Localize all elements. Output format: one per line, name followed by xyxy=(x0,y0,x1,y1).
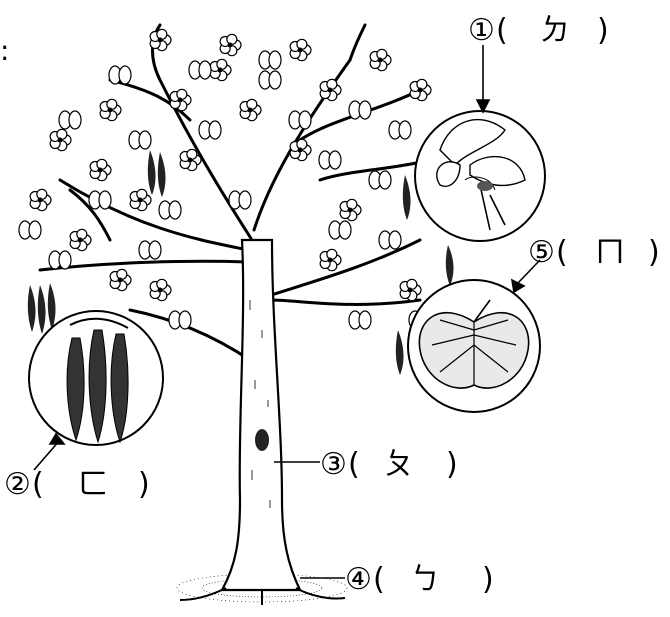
leaf-pair-icon xyxy=(49,251,71,269)
label-root-number: ④ xyxy=(345,562,372,597)
flower-cluster-icon xyxy=(220,34,241,55)
flower-cluster-icon xyxy=(320,249,341,270)
label-leaf-open: ( xyxy=(556,235,568,270)
leaf-pair-icon xyxy=(389,121,411,139)
label-flower-close: ) xyxy=(597,13,609,48)
leaf-pair-icon xyxy=(259,71,281,89)
label-root: ④ ( ㄅ ) xyxy=(345,562,494,597)
label-leaf-number: ⑤ xyxy=(528,235,555,270)
flower-cluster-icon xyxy=(90,159,111,180)
flower-cluster-icon xyxy=(100,99,121,120)
label-flower-answer: ㄉ xyxy=(540,13,570,48)
label-flower-open: ( xyxy=(496,13,508,48)
label-root-close: ) xyxy=(482,562,494,597)
tree-foliage xyxy=(19,29,431,329)
leaf-pair-icon xyxy=(189,61,211,79)
flower-cluster-icon xyxy=(50,129,71,150)
label-root-answer: ㄅ xyxy=(410,562,440,597)
leaf-pair-icon xyxy=(329,221,351,239)
flower-cluster-icon xyxy=(290,139,311,160)
label-trunk-number: ③ xyxy=(320,447,347,482)
label-trunk-answer: ㄆ xyxy=(384,447,414,482)
label-root-open: ( xyxy=(373,562,385,597)
leaf-pair-icon xyxy=(369,171,391,189)
stray-colon: : xyxy=(0,34,9,67)
label-leaf-answer: ㄇ xyxy=(595,235,625,270)
flower-cluster-icon xyxy=(340,199,361,220)
label-fruit-close: ) xyxy=(138,467,150,502)
flower-cluster-icon xyxy=(410,79,431,100)
leaf-pair-icon xyxy=(289,111,311,129)
label-trunk: ③ ( ㄆ ) xyxy=(320,447,458,482)
leaf-pair-icon xyxy=(349,311,371,329)
leaf-inset xyxy=(408,280,540,412)
label-leaf: ⑤ ( ㄇ ) xyxy=(528,235,660,270)
label-flower: ① ( ㄉ ) xyxy=(468,13,609,48)
leaf-pair-icon xyxy=(159,201,181,219)
leaf-pair-icon xyxy=(59,111,81,129)
label-fruit: ② ( ㄈ ) xyxy=(4,467,150,502)
flower-cluster-icon xyxy=(150,29,171,50)
leaf-pair-icon xyxy=(319,151,341,169)
label-trunk-close: ) xyxy=(446,447,458,482)
flower-cluster-icon xyxy=(70,229,91,250)
leaf-pair-icon xyxy=(229,191,251,209)
label-trunk-open: ( xyxy=(348,447,360,482)
leaf-pair-icon xyxy=(129,131,151,149)
label-flower-number: ① xyxy=(468,13,495,48)
flower-cluster-icon xyxy=(210,59,231,80)
flower-cluster-icon xyxy=(110,269,131,290)
leaf-pair-icon xyxy=(379,231,401,249)
flower-cluster-icon xyxy=(290,39,311,60)
leaf-pair-icon xyxy=(349,101,371,119)
leaf-pair-icon xyxy=(259,51,281,69)
leaf-pair-icon xyxy=(19,221,41,239)
pods-inset xyxy=(29,311,163,445)
tree-trunk xyxy=(180,240,345,605)
flower-cluster-icon xyxy=(400,279,421,300)
flower-inset xyxy=(415,111,545,241)
flower-cluster-icon xyxy=(30,189,51,210)
label-fruit-open: ( xyxy=(32,467,44,502)
flower-cluster-icon xyxy=(320,79,341,100)
label-fruit-answer: ㄈ xyxy=(78,467,108,502)
label-leaf-close: ) xyxy=(648,235,660,270)
flower-cluster-icon xyxy=(150,279,171,300)
leaf-pair-icon xyxy=(199,121,221,139)
flower-cluster-icon xyxy=(130,189,151,210)
flower-cluster-icon xyxy=(170,89,191,110)
flower-cluster-icon xyxy=(240,99,261,120)
leaf-pair-icon xyxy=(89,191,111,209)
leaf-pair-icon xyxy=(139,241,161,259)
leaf-pair-icon xyxy=(169,311,191,329)
label-fruit-number: ② xyxy=(4,467,31,502)
flower-cluster-icon xyxy=(370,49,391,70)
